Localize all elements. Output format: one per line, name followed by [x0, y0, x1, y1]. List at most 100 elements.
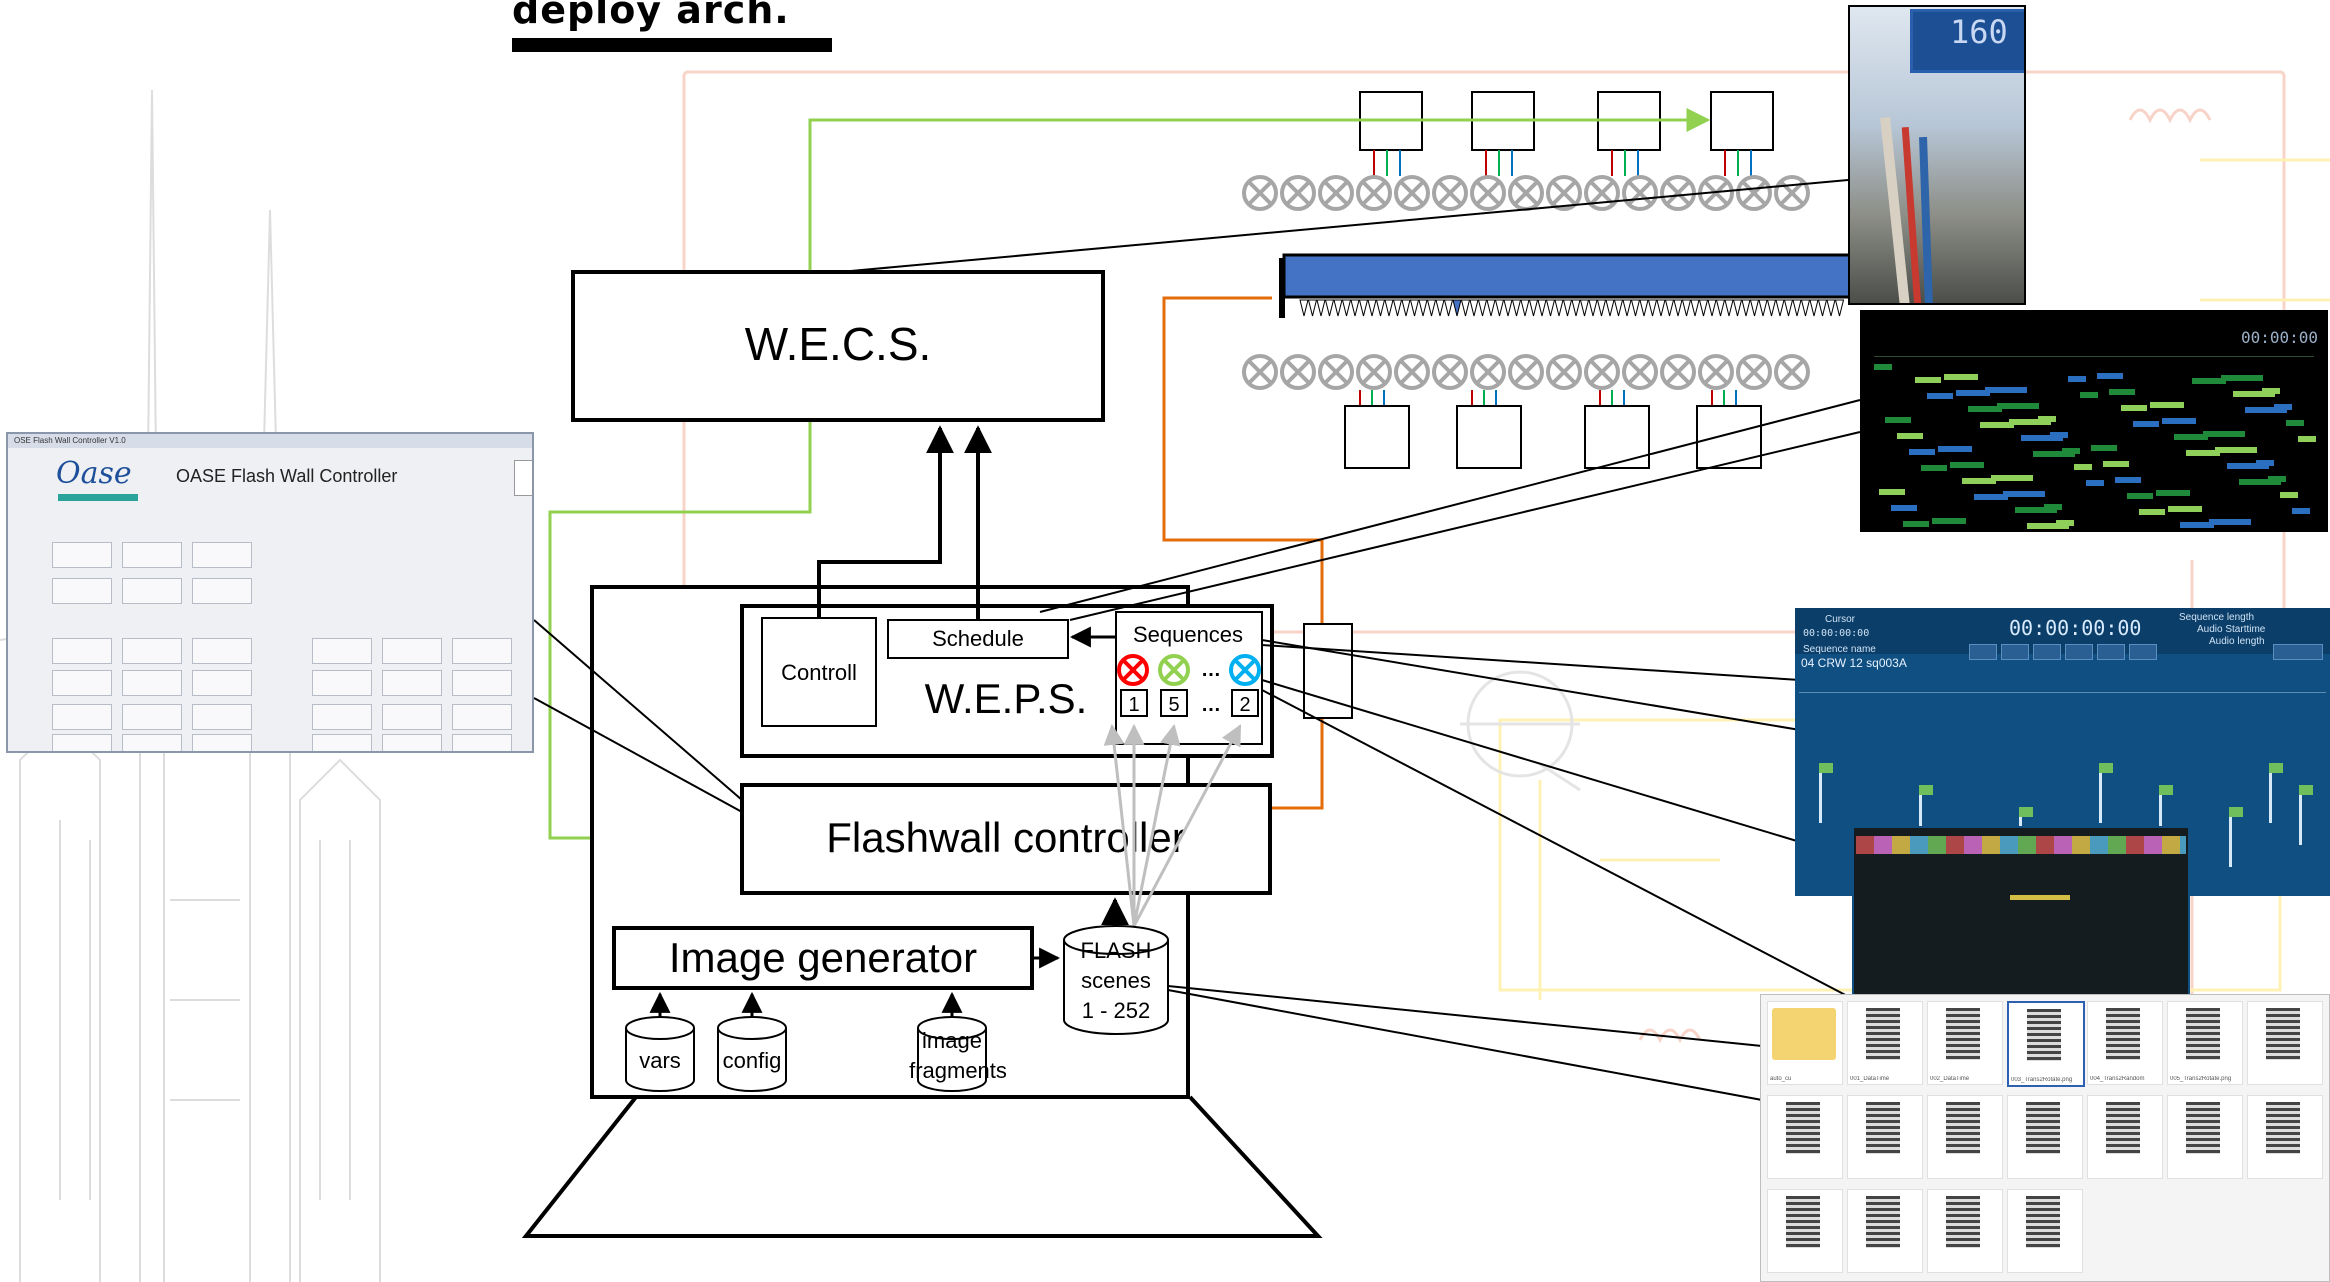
config-label: config [723, 1048, 782, 1073]
thumbnail-caption: 002_DataTime [1930, 1076, 1970, 1082]
editor-event-flag [2099, 763, 2113, 773]
oase-control-button[interactable] [52, 542, 112, 568]
scene-image-thumbnail[interactable] [2247, 1095, 2323, 1179]
flash-scenes-database [1063, 925, 1169, 1035]
strip-triangle [1630, 299, 1641, 317]
oase-control-button[interactable] [122, 734, 182, 751]
mixer-channel-strip [1856, 836, 2186, 854]
image-fragments-label: image [922, 1028, 982, 1053]
strip-triangle [1775, 299, 1785, 317]
editor-stop-button[interactable] [2033, 644, 2061, 660]
editor-control-button[interactable] [2129, 644, 2157, 660]
oase-control-button[interactable] [192, 638, 252, 664]
oase-control-button[interactable] [312, 638, 372, 664]
lamp-cross [1362, 360, 1386, 384]
title-underline [512, 38, 832, 52]
scene-image-thumbnail[interactable] [1927, 1189, 2003, 1273]
strip-triangle [1333, 299, 1343, 317]
scene-image-thumbnail[interactable] [2167, 1095, 2243, 1179]
editor-play-button[interactable] [2065, 644, 2093, 660]
oase-control-button[interactable] [382, 734, 442, 751]
sequence-slot-label: 5 [1168, 694, 1179, 716]
timeline-timecode: 00:00:00 [2240, 328, 2318, 347]
oase-control-button[interactable] [52, 734, 112, 751]
scene-image-thumbnail[interactable]: 005_Trans2Rotate.png [2167, 1001, 2243, 1085]
strip-triangle [1358, 299, 1369, 317]
strip-triangle [1545, 299, 1556, 317]
scene-image-thumbnail[interactable]: 002_DataTime [1927, 1001, 2003, 1085]
folder-thumbnail[interactable]: auto_cu [1767, 1001, 1843, 1085]
oase-control-button[interactable] [382, 638, 442, 664]
oase-control-button[interactable] [312, 704, 372, 730]
strip-triangle [1766, 299, 1777, 317]
scene-image-thumbnail[interactable] [2007, 1189, 2083, 1273]
oase-control-button[interactable] [52, 670, 112, 696]
oase-control-button[interactable] [192, 578, 252, 604]
timeline-block [2009, 419, 2051, 425]
scene-image-thumbnail[interactable] [2007, 1095, 2083, 1179]
scene-image-thumbnail[interactable]: 001_DataTime [1847, 1001, 1923, 1085]
scene-image-thumbnail[interactable] [1847, 1189, 1923, 1273]
strip-triangle [1690, 299, 1700, 317]
scene-image-thumbnail[interactable] [1767, 1095, 1843, 1179]
editor-event-marker [2299, 785, 2313, 845]
oase-control-button[interactable] [452, 704, 512, 730]
oase-control-button[interactable] [122, 542, 182, 568]
editor-properties-button[interactable] [2273, 644, 2323, 660]
strip-triangle [1324, 299, 1335, 317]
oase-control-button[interactable] [382, 704, 442, 730]
oase-control-button[interactable] [192, 734, 252, 751]
editor-cursor-label: Cursor [1825, 614, 1856, 625]
oase-control-button[interactable] [382, 670, 442, 696]
scene-image-thumbnail[interactable]: 004_Trans2Random [2087, 1001, 2163, 1085]
oase-control-button[interactable] [452, 638, 512, 664]
scene-image-thumbnail[interactable] [1767, 1189, 1843, 1273]
scene-image-thumbnail[interactable] [1927, 1095, 2003, 1179]
oase-control-button[interactable] [192, 542, 252, 568]
timeline-block [2256, 460, 2274, 466]
editor-control-button[interactable] [2001, 644, 2029, 660]
timeline-block [2133, 421, 2159, 427]
editor-control-button[interactable] [1969, 644, 1997, 660]
oase-control-button[interactable] [312, 734, 372, 751]
controll-to-wecs-arrow [817, 425, 954, 618]
schedule-box [887, 619, 1069, 659]
oase-control-button[interactable] [192, 670, 252, 696]
mixer-active-segment [2010, 895, 2070, 900]
controll-box [761, 617, 877, 727]
scene-image-thumbnail[interactable]: 003_Trans2Rotate.png [2007, 1001, 2085, 1087]
oase-control-button[interactable] [192, 704, 252, 730]
editor-event-marker [2229, 807, 2243, 867]
sequence-dot-green [1158, 654, 1190, 686]
oase-control-button[interactable] [122, 638, 182, 664]
oase-nav-button[interactable] [514, 460, 532, 496]
timeline-block [2150, 402, 2184, 408]
scene-image-thumbnail[interactable] [1847, 1095, 1923, 1179]
oase-control-button[interactable] [122, 704, 182, 730]
oase-control-button[interactable] [452, 670, 512, 696]
oase-control-button[interactable] [312, 670, 372, 696]
timeline-block [2156, 490, 2190, 496]
oase-control-button[interactable] [452, 734, 512, 751]
timeline-block [2239, 479, 2281, 485]
scene-image-thumbnail[interactable] [2247, 1001, 2323, 1085]
strip-triangle [1375, 299, 1386, 317]
oase-control-button[interactable] [52, 704, 112, 730]
strip-triangle [1588, 299, 1598, 317]
oase-control-button[interactable] [52, 578, 112, 604]
scene-image-thumbnail[interactable] [2087, 1095, 2163, 1179]
image-preview [1946, 1102, 1980, 1154]
oase-control-button[interactable] [52, 638, 112, 664]
orange-link [1162, 296, 1324, 810]
timeline-block [2221, 375, 2263, 381]
timeline-block [1962, 478, 1996, 484]
oase-control-button[interactable] [122, 670, 182, 696]
thumbnail-caption: 001_DataTime [1850, 1076, 1890, 1082]
timeline-block [2003, 491, 2045, 497]
timeline-block [1950, 462, 1984, 468]
lamp-cross [1438, 360, 1462, 384]
editor-control-button[interactable] [2097, 644, 2125, 660]
strip-triangle [1528, 299, 1539, 317]
oase-control-button[interactable] [122, 578, 182, 604]
editor-event-marker [2159, 785, 2173, 845]
